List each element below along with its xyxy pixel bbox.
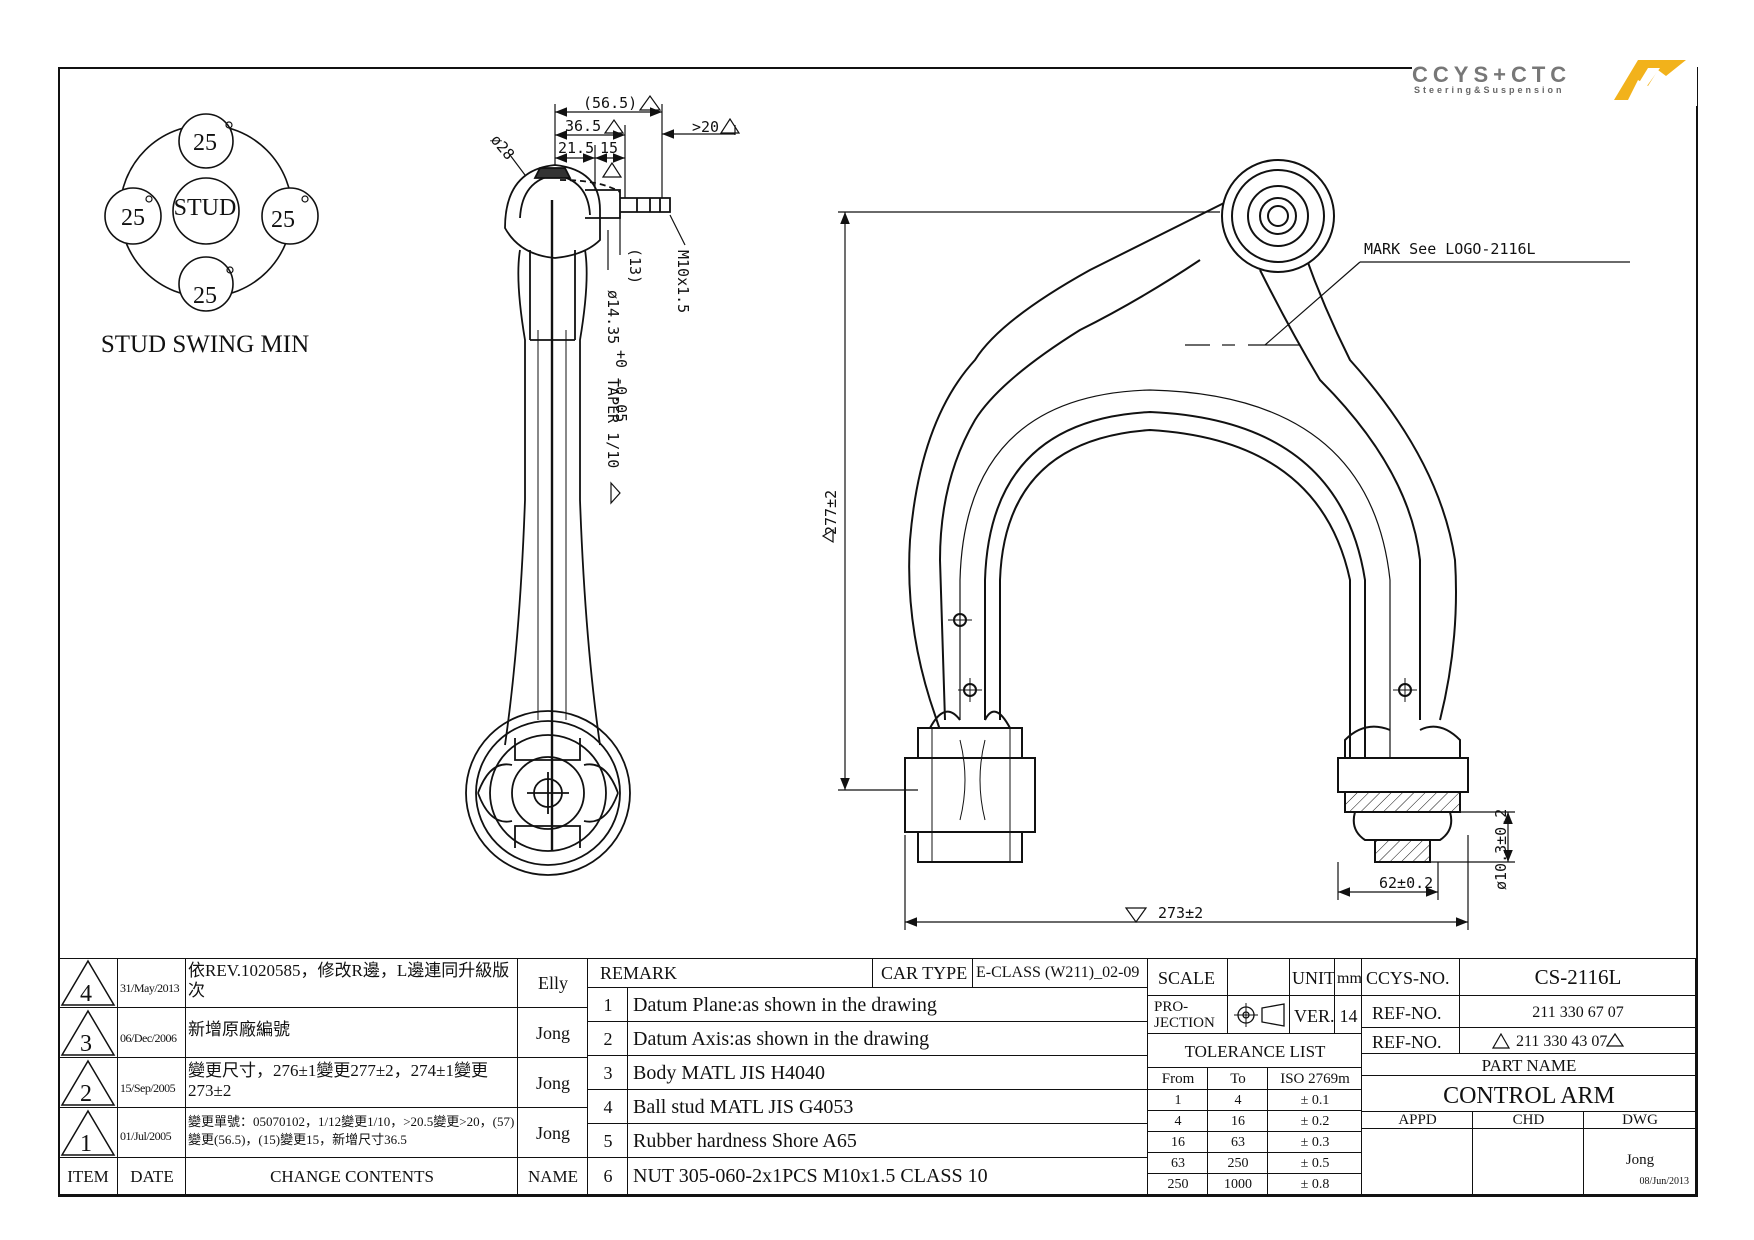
remark-text: Ball stud MATL JIS G4053 xyxy=(633,1096,854,1118)
car-type-label: CAR TYPE xyxy=(881,963,968,983)
dim-20: >20 xyxy=(692,118,719,136)
stud-angle-bottom: 25 xyxy=(193,283,217,309)
rev-content: 變更單號：05070102，1/12變更1/10，>20.5變更>20，(57)… xyxy=(188,1114,515,1147)
projection-symbol xyxy=(1228,996,1290,1034)
datum-triangle-icon xyxy=(1492,1033,1510,1049)
tol-header-to: To xyxy=(1230,1071,1246,1087)
remark-label: REMARK xyxy=(600,963,678,983)
chd-signature xyxy=(1473,1129,1584,1195)
rev-date: 01/Jul/2005 xyxy=(120,1129,172,1143)
brand-logo: CCYS+CTC Steering&Suspension xyxy=(1412,56,1697,106)
stud-swing-diagram xyxy=(104,113,319,312)
dim-m10: M10x1.5 xyxy=(674,250,692,313)
rev-header-content: CHANGE CONTENTS xyxy=(270,1167,434,1186)
rev-header-name: NAME xyxy=(527,1167,579,1186)
rev-date: 15/Sep/2005 xyxy=(120,1081,176,1095)
remark-text: Datum Plane:as shown in the drawing xyxy=(633,994,937,1016)
dim-62: 62±0.2 xyxy=(1379,874,1433,892)
appd-signature xyxy=(1362,1129,1473,1195)
rev-name: Elly xyxy=(538,973,568,993)
rev-triangle-icon xyxy=(60,1109,116,1156)
stud-angle-right: 25 xyxy=(271,207,295,233)
rev-date: 31/May/2013 xyxy=(120,981,180,995)
dim-taper-dia: ø14.35 xyxy=(604,290,622,344)
ref-number-1: 211 330 67 07 xyxy=(1532,1004,1624,1021)
rev-name: Jong xyxy=(535,1123,570,1143)
ref-number-2: 211 330 43 07 xyxy=(1516,1033,1608,1050)
tol-header-iso: ISO 2769m xyxy=(1280,1071,1350,1087)
rev-name: Jong xyxy=(535,1073,570,1093)
rev-triangle-icon xyxy=(60,1059,116,1106)
ref-label-1: REF-NO. xyxy=(1372,1003,1442,1023)
rev-triangle-icon xyxy=(60,959,116,1006)
remark-text: Body MATL JIS H4040 xyxy=(633,1062,826,1084)
stud-angle-top: 25 xyxy=(193,130,217,156)
rev-triangle-icon xyxy=(60,1009,116,1056)
rev-content: 依REV.1020585，修改R邊，L邊連同升級版次 xyxy=(188,961,510,1000)
stud-angle-left: 25 xyxy=(121,205,145,231)
drawing-frame xyxy=(58,67,1698,1197)
brand-name: CCYS+CTC xyxy=(1412,62,1572,87)
remark-text: NUT 305-060-2x1PCS M10x1.5 CLASS 10 xyxy=(633,1165,988,1187)
tolerance-title: TOLERANCE LIST xyxy=(1184,1042,1326,1061)
unit-label: UNIT xyxy=(1292,968,1335,988)
datum-triangles xyxy=(601,94,1625,1047)
ver-value: 14 xyxy=(1339,1006,1358,1026)
dim-dia-28: ø28 xyxy=(487,131,518,163)
degree-marks xyxy=(145,121,309,274)
rev-header-item: ITEM xyxy=(67,1167,109,1186)
side-view-dims xyxy=(509,104,736,270)
appd-label: APPD xyxy=(1398,1112,1437,1128)
stud-center-label: STUD xyxy=(174,195,237,221)
rev-item-cell: 2 xyxy=(58,1058,118,1108)
dim-56-5: (56.5) xyxy=(583,94,637,112)
unit-value: mm xyxy=(1337,970,1362,987)
rev-item-cell: 1 xyxy=(58,1108,118,1158)
dwg-label: DWG xyxy=(1622,1112,1658,1128)
dim-taper-tol: +0 -0.05 xyxy=(612,350,630,422)
dim-273: 273±2 xyxy=(1158,904,1203,922)
rev-item-cell: 3 xyxy=(58,1008,118,1058)
remark-text: Datum Axis:as shown in the drawing xyxy=(633,1028,930,1050)
tol-header-from: From xyxy=(1161,1071,1195,1087)
ccys-label: CCYS-NO. xyxy=(1366,968,1450,988)
dwg-date: 08/Jun/2013 xyxy=(1639,1176,1689,1187)
front-view xyxy=(904,159,1469,863)
dim-taper-text: TAPER 1/10 xyxy=(604,378,622,468)
title-block: 4 31/May/2013 依REV.1020585，修改R邊，L邊連同升級版次… xyxy=(58,958,1698,1197)
front-view-dims xyxy=(838,211,1630,930)
dim-21-5: 21.5 xyxy=(558,139,594,157)
dim-13: (13) xyxy=(626,248,644,284)
dim-277: 277±2 xyxy=(822,490,840,535)
ref-label-2: REF-NO. xyxy=(1372,1032,1442,1052)
third-angle-projection-icon xyxy=(1234,1003,1285,1027)
dim-36-5: 36.5 xyxy=(565,117,601,135)
dim-dia-10-3: ø10.3±0.2 xyxy=(1492,809,1510,890)
scale-value xyxy=(1228,958,1290,996)
side-view xyxy=(465,164,671,876)
stud-swing-caption: STUD SWING MIN xyxy=(101,331,309,358)
brand-tagline: Steering&Suspension xyxy=(1414,85,1565,95)
rev-content: 新增原廠編號 xyxy=(188,1020,290,1039)
rev-item-cell: 4 xyxy=(58,958,118,1008)
logo-mark-note: MARK See LOGO-2116L xyxy=(1364,240,1536,258)
rev-content: 變更尺寸，276±1變更277±2，274±1變更273±2 xyxy=(188,1061,488,1100)
ccys-number: CS-2116L xyxy=(1534,965,1622,989)
car-type-value: E-CLASS (W211)_02-09 xyxy=(976,964,1140,981)
dwg-name: Jong xyxy=(1625,1152,1655,1168)
rev-name: Jong xyxy=(535,1023,570,1043)
part-name: CONTROL ARM xyxy=(1443,1083,1615,1109)
chd-label: CHD xyxy=(1512,1112,1545,1128)
part-name-label: PART NAME xyxy=(1481,1056,1577,1075)
ver-label: VER. xyxy=(1294,1006,1335,1026)
scale-label: SCALE xyxy=(1158,968,1216,988)
projection-label: PRO-JECTION xyxy=(1154,999,1215,1031)
dim-15: 15 xyxy=(600,139,618,157)
remark-text: Rubber hardness Shore A65 xyxy=(633,1130,857,1152)
rev-date: 06/Dec/2006 xyxy=(120,1031,177,1045)
brand-wing-icon xyxy=(1614,60,1686,100)
rev-header-date: DATE xyxy=(130,1167,174,1186)
